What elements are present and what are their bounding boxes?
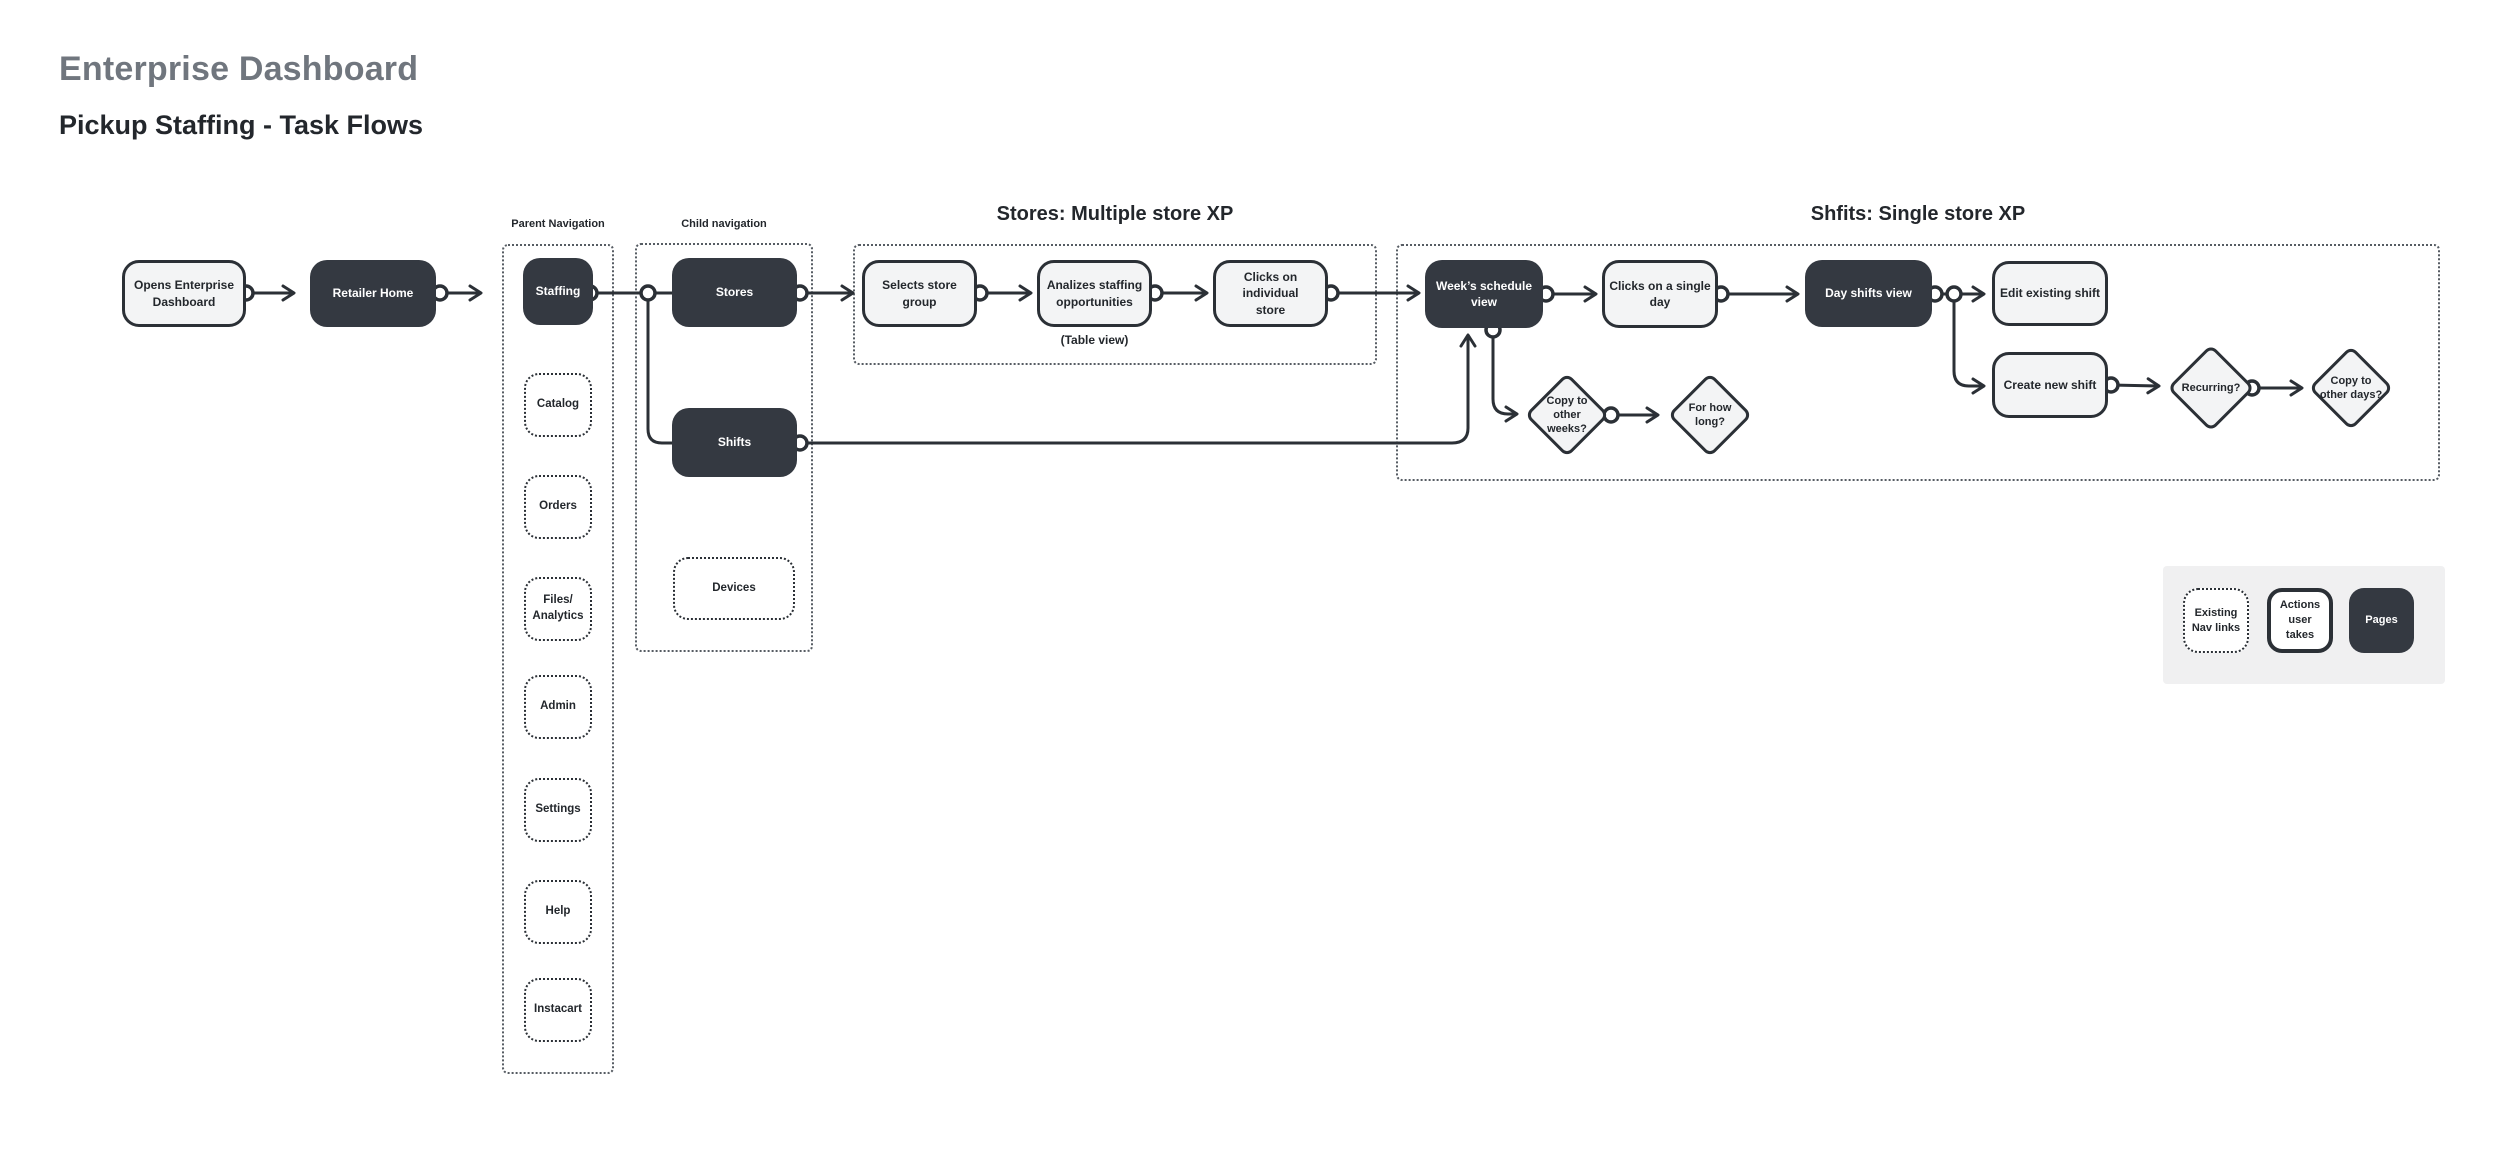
- connector-single-day-to-day-shifts[interactable]: [1712, 285, 1800, 303]
- connector-stores-to-selects[interactable]: [791, 284, 855, 302]
- stores-section-header: Stores: Multiple store XP: [996, 203, 1234, 225]
- shifts-section-header: Shfits: Single store XP: [1810, 203, 2026, 225]
- node-clicks-single-day[interactable]: Clicks on a single day: [1602, 260, 1718, 328]
- decision-copy-other-days[interactable]: Copy to other days?: [2308, 345, 2394, 431]
- legend-label: Pages: [2365, 614, 2398, 627]
- legend-label: Actions user takes: [2279, 599, 2321, 641]
- page-title: Enterprise Dashboard: [59, 50, 419, 88]
- node-label: Opens Enterprise Dashboard: [133, 278, 235, 309]
- node-label: Clicks on a single day: [1609, 278, 1711, 309]
- node-catalog[interactable]: Catalog: [524, 373, 592, 437]
- node-label: Files/ Analytics: [532, 594, 584, 622]
- connector-recurring-to-copy-days[interactable]: [2243, 379, 2304, 397]
- node-label: Help: [545, 905, 571, 918]
- node-label: Orders: [539, 500, 577, 513]
- node-instacart[interactable]: Instacart: [524, 978, 592, 1042]
- node-label: Selects store group: [882, 278, 957, 309]
- page-subtitle: Pickup Staffing - Task Flows: [59, 110, 424, 140]
- node-label: Retailer Home: [332, 286, 414, 301]
- node-label: Staffing: [535, 284, 581, 299]
- node-label: Instacart: [534, 1003, 582, 1016]
- node-selects-store-group[interactable]: Selects store group: [862, 260, 977, 327]
- node-shifts[interactable]: Shifts: [672, 408, 797, 477]
- connector-clicks-store-to-weeks-schedule[interactable]: [1322, 284, 1421, 302]
- connector-analizes-to-clicks-store[interactable]: [1146, 284, 1209, 302]
- node-weeks-schedule-view[interactable]: Week’s schedule view: [1425, 260, 1543, 328]
- node-label: Catalog: [536, 398, 580, 411]
- node-files-analytics[interactable]: Files/ Analytics: [524, 577, 592, 641]
- decision-recurring[interactable]: Recurring?: [2167, 344, 2255, 432]
- child-nav-container[interactable]: [635, 243, 813, 652]
- stores-section-container[interactable]: [853, 244, 1377, 365]
- decision-label: Copy to other days?: [2319, 374, 2383, 401]
- connector-opens-to-retailer[interactable]: [237, 284, 296, 302]
- shifts-section-container[interactable]: [1396, 244, 2440, 481]
- connector-retailer-to-staffing[interactable]: [431, 284, 483, 302]
- connector-create-to-recurring[interactable]: [2102, 376, 2161, 395]
- node-stores[interactable]: Stores: [672, 258, 797, 327]
- parent-nav-container[interactable]: [502, 244, 614, 1074]
- node-opens-enterprise-dashboard[interactable]: Opens Enterprise Dashboard: [122, 260, 246, 327]
- connector-day-shifts-to-edit-and-create[interactable]: [1926, 285, 1986, 395]
- node-label: Clicks on individual store: [1242, 270, 1299, 317]
- table-view-caption: (Table view): [1060, 333, 1129, 347]
- node-devices[interactable]: Devices: [673, 557, 795, 620]
- legend-existing-nav-links: Existing Nav links: [2183, 588, 2249, 653]
- node-clicks-individual-store[interactable]: Clicks on individual store: [1213, 260, 1328, 327]
- node-create-new-shift[interactable]: Create new shift: [1992, 352, 2108, 418]
- node-staffing[interactable]: Staffing: [523, 258, 593, 325]
- connector-staffing-to-stores-and-shifts[interactable]: [581, 284, 674, 445]
- node-label: Shifts: [717, 435, 752, 450]
- node-label: Stores: [715, 285, 754, 300]
- decision-copy-other-weeks[interactable]: Copy to other weeks?: [1524, 372, 1610, 458]
- node-label: Day shifts view: [1825, 286, 1912, 301]
- decision-label: For how long?: [1688, 401, 1732, 428]
- node-day-shifts-view[interactable]: Day shifts view: [1805, 260, 1932, 327]
- child-nav-label: Child navigation: [681, 218, 767, 230]
- legend-actions-user-takes: Actions user takes: [2267, 588, 2333, 653]
- connector-weeks-to-single-day[interactable]: [1537, 285, 1598, 303]
- node-label: Create new shift: [2003, 377, 2097, 392]
- node-label: Week’s schedule view: [1435, 278, 1533, 309]
- connector-copy-weeks-to-how-long[interactable]: [1602, 406, 1660, 424]
- node-label: Devices: [712, 581, 756, 594]
- node-edit-existing-shift[interactable]: Edit existing shift: [1992, 261, 2108, 326]
- connector-shifts-to-weeks-schedule[interactable]: [791, 333, 1477, 452]
- connector-weeks-schedule-to-copy-weeks[interactable]: [1484, 321, 1519, 423]
- parent-nav-label: Parent Navigation: [511, 218, 605, 230]
- node-label: Edit existing shift: [1999, 286, 2100, 301]
- node-label: Admin: [540, 700, 576, 713]
- legend-pages: Pages: [2349, 588, 2414, 653]
- decision-label: Copy to other weeks?: [1546, 394, 1588, 436]
- connector-selects-to-analizes[interactable]: [971, 284, 1033, 302]
- node-settings[interactable]: Settings: [524, 778, 592, 842]
- decision-for-how-long[interactable]: For how long?: [1667, 372, 1753, 458]
- legend-label: Existing Nav links: [2191, 606, 2241, 634]
- node-analizes-staffing-opportunities[interactable]: Analizes staffing opportunities: [1037, 260, 1152, 327]
- node-label: Analizes staffing opportunities: [1046, 278, 1143, 309]
- node-orders[interactable]: Orders: [524, 475, 592, 539]
- node-admin[interactable]: Admin: [524, 675, 592, 739]
- node-retailer-home[interactable]: Retailer Home: [310, 260, 436, 327]
- node-label: Settings: [535, 803, 581, 816]
- decision-label: Recurring?: [2181, 381, 2241, 394]
- node-help[interactable]: Help: [524, 880, 592, 944]
